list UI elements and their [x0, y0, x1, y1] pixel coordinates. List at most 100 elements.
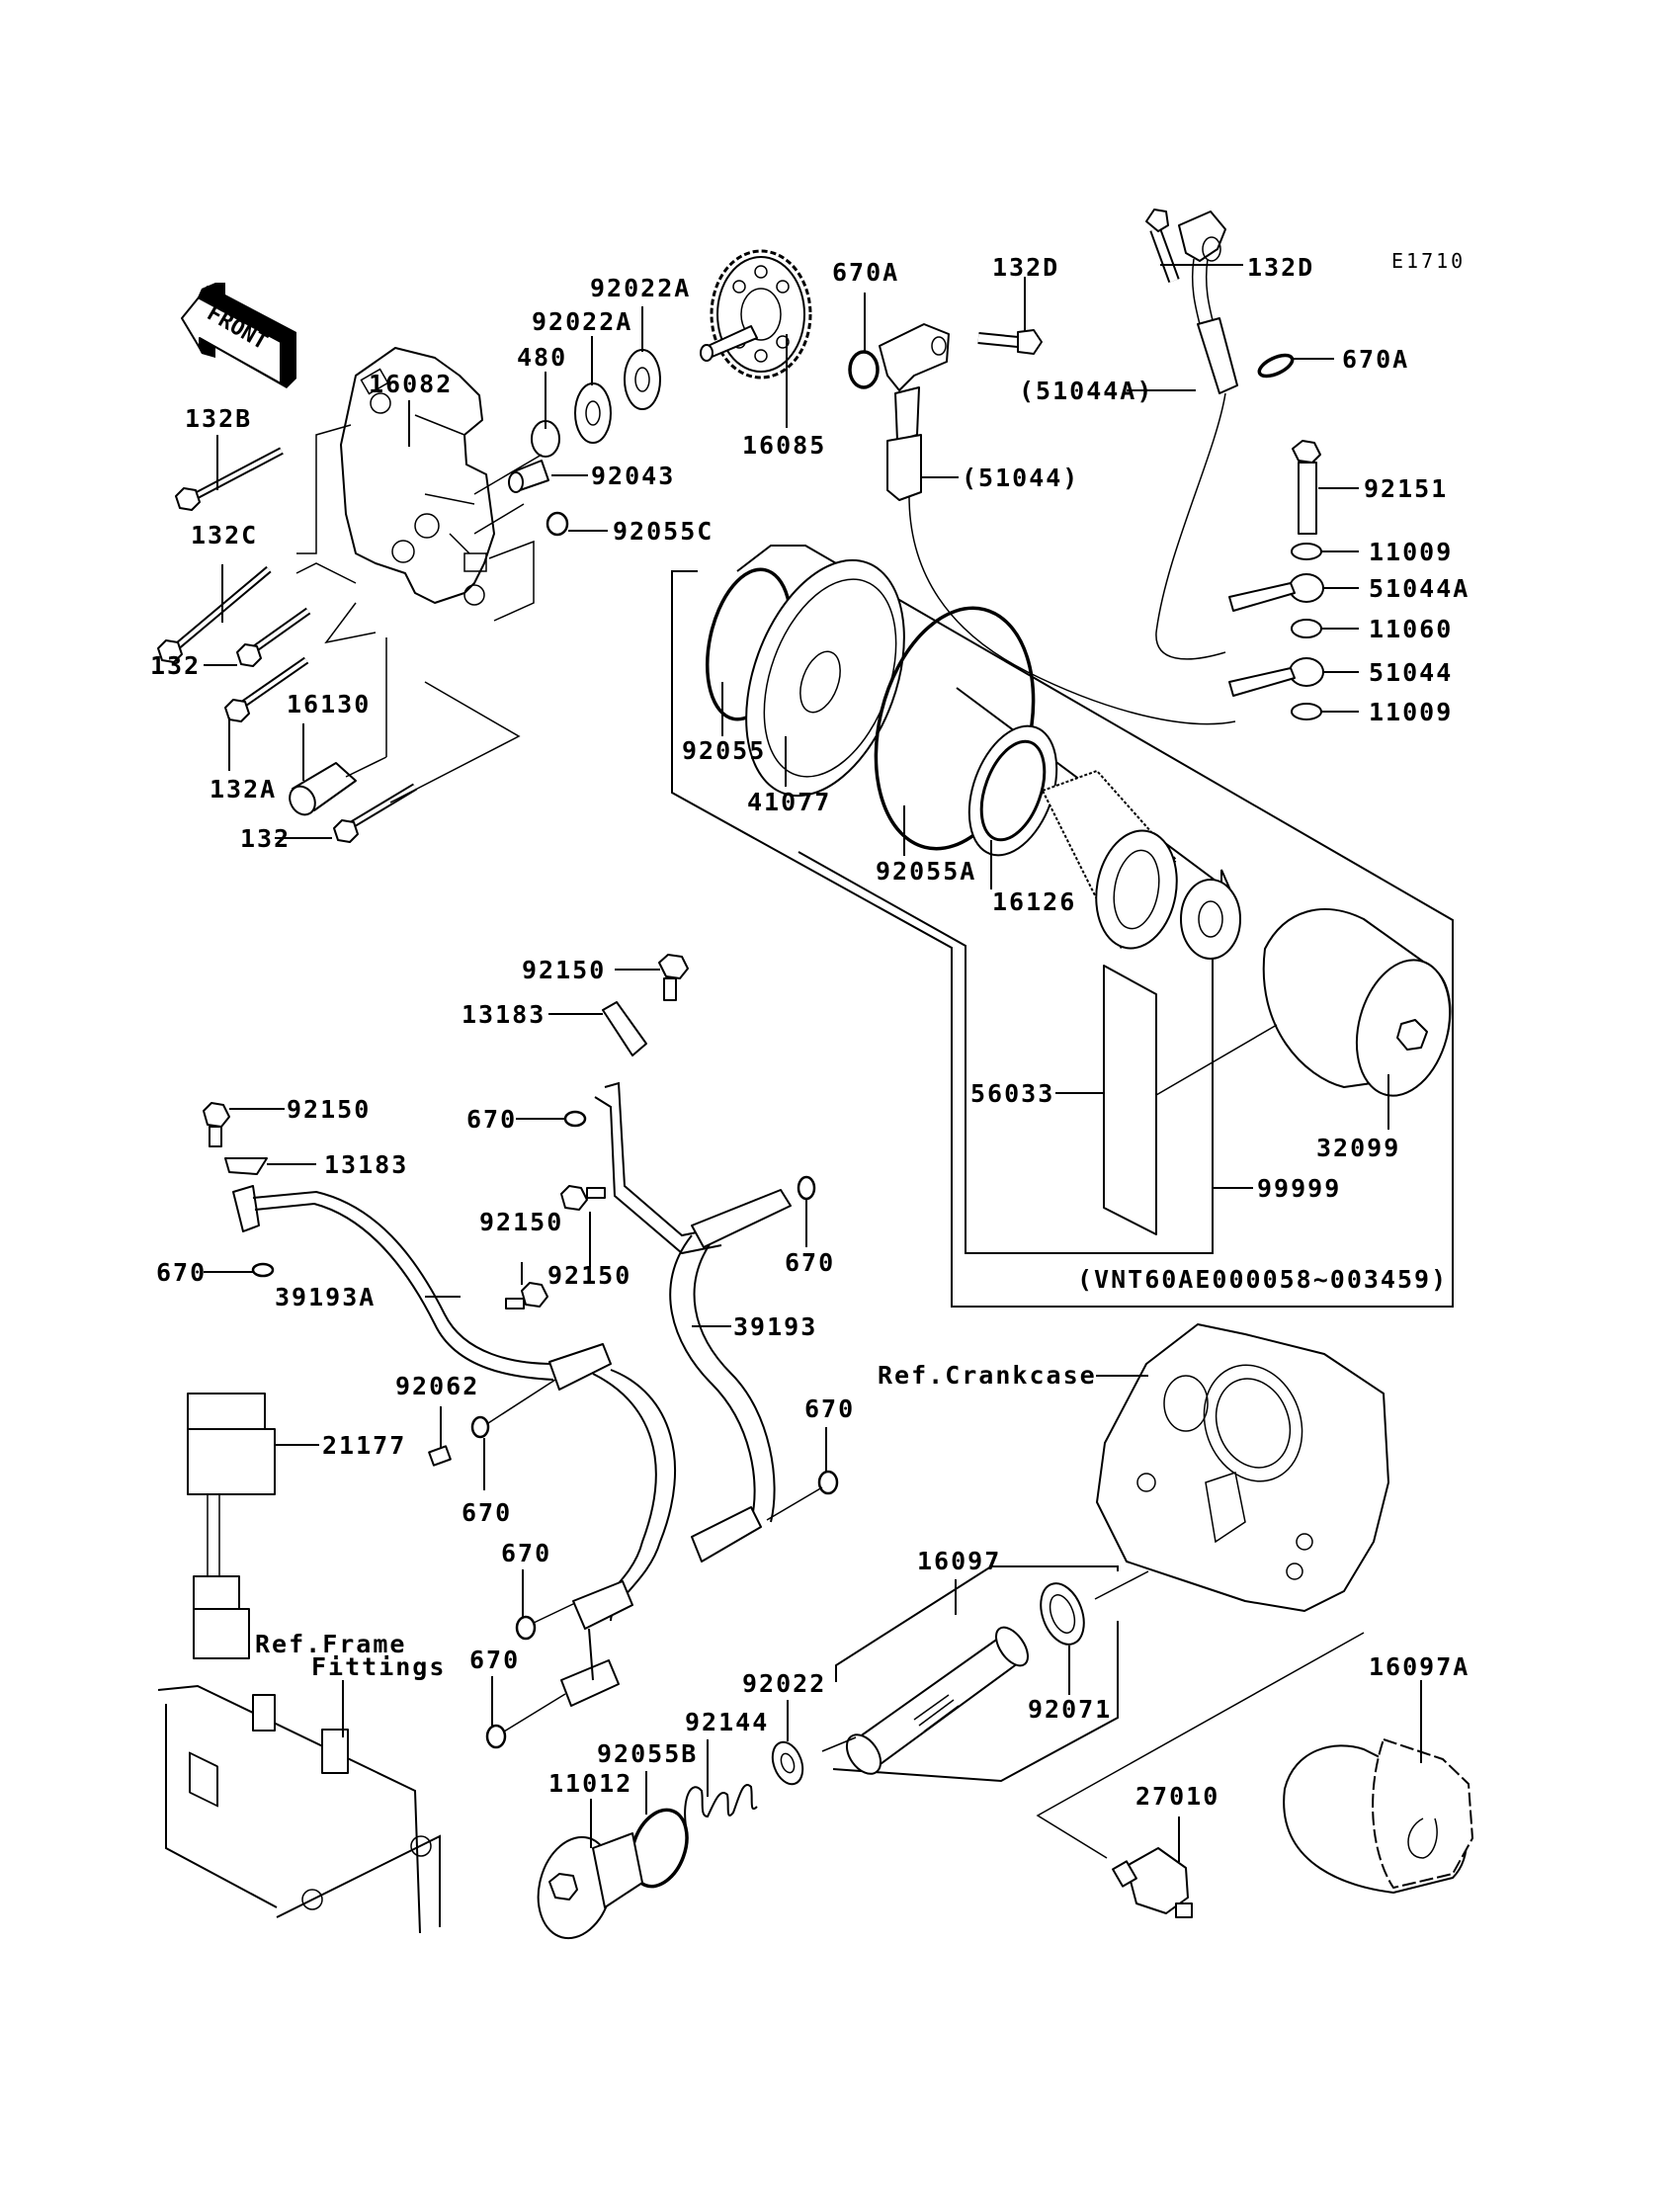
label-16097A[interactable]: 16097A — [1369, 1652, 1470, 1681]
bolt-132B[interactable] — [175, 447, 284, 511]
label-132D-left[interactable]: 132D — [992, 253, 1059, 282]
label-92144[interactable]: 92144 — [685, 1708, 769, 1736]
label-670-g[interactable]: 670 — [469, 1646, 520, 1674]
label-92150-mid-left[interactable]: 92150 — [479, 1208, 563, 1236]
label-92150-left[interactable]: 92150 — [287, 1095, 371, 1124]
bolt-132A[interactable] — [224, 656, 309, 722]
spring-92144[interactable] — [684, 1784, 758, 1827]
label-92043[interactable]: 92043 — [591, 462, 675, 490]
label-51044[interactable]: 51044 — [1369, 658, 1453, 687]
strainer-16097[interactable] — [840, 1622, 1035, 1780]
banjo-51044A[interactable] — [1289, 573, 1324, 603]
filter-element[interactable] — [1042, 770, 1186, 955]
label-27010[interactable]: 27010 — [1135, 1782, 1219, 1811]
label-92055[interactable]: 92055 — [682, 736, 766, 765]
bolt-132C[interactable] — [157, 565, 272, 663]
label-132B[interactable]: 132B — [185, 404, 252, 433]
pipe-39193-end[interactable] — [691, 1506, 762, 1563]
label-92150-mid-right[interactable]: 92150 — [547, 1261, 631, 1290]
banjo-bolt-92151[interactable] — [1292, 440, 1321, 535]
label-fittings[interactable]: Fittings — [311, 1652, 446, 1681]
banjo-fitting-51044A[interactable] — [1178, 211, 1238, 394]
o-ring-670-f[interactable] — [817, 1470, 839, 1495]
label-92022A-inner[interactable]: 92022A — [532, 307, 632, 336]
plug-92062[interactable] — [428, 1445, 452, 1467]
o-ring-670-d[interactable] — [470, 1415, 490, 1439]
label-13183-left[interactable]: 13183 — [324, 1150, 408, 1179]
label-ref-crankcase[interactable]: Ref.Crankcase — [878, 1361, 1097, 1390]
bolt-132D-right[interactable] — [1145, 209, 1180, 284]
label-41077[interactable]: 41077 — [747, 788, 831, 816]
label-92071[interactable]: 92071 — [1028, 1695, 1112, 1724]
o-ring-670-a[interactable] — [563, 1110, 587, 1128]
washer-11009-upper[interactable] — [1291, 543, 1322, 560]
label-670-e[interactable]: 670 — [501, 1539, 551, 1567]
pipe-39193A-bottom[interactable] — [560, 1659, 620, 1707]
label-56033[interactable]: 56033 — [970, 1079, 1054, 1108]
filter-cover-41077[interactable] — [716, 539, 934, 817]
plate-13183-upper[interactable] — [602, 1001, 647, 1056]
label-16130[interactable]: 16130 — [287, 690, 371, 718]
pipe-39193A-junction[interactable] — [548, 1343, 612, 1391]
bolt-92150-upper[interactable] — [658, 954, 689, 979]
o-ring-92055C[interactable] — [546, 511, 569, 537]
label-670-c[interactable]: 670 — [156, 1258, 207, 1287]
label-92055B[interactable]: 92055B — [597, 1739, 698, 1768]
label-56033[interactable] — [1103, 965, 1157, 1235]
o-ring-670-g[interactable] — [485, 1724, 507, 1749]
label-51044A-paren[interactable]: (51044A) — [1019, 377, 1153, 405]
label-132-lower[interactable]: 132 — [240, 824, 291, 853]
label-92062[interactable]: 92062 — [395, 1372, 479, 1400]
label-670A-lower[interactable]: 670A — [1342, 345, 1409, 374]
gear-16085[interactable] — [700, 249, 812, 380]
pipe-39193A-end[interactable] — [232, 1185, 260, 1232]
label-92055C[interactable]: 92055C — [613, 517, 714, 546]
seal-92071[interactable] — [1033, 1577, 1091, 1650]
label-16126[interactable]: 16126 — [992, 887, 1076, 916]
banjo-51044[interactable] — [1289, 657, 1324, 687]
oil-filter-32099[interactable] — [1262, 908, 1465, 1106]
label-11009-upper[interactable]: 11009 — [1369, 538, 1453, 566]
pipe-39193-upper-end[interactable] — [691, 1189, 792, 1248]
label-132A[interactable]: 132A — [210, 775, 277, 803]
bolt-132-lower[interactable] — [333, 783, 418, 843]
bolt-132-upper[interactable] — [236, 607, 311, 667]
plug-11012[interactable] — [528, 1828, 643, 1946]
label-670-d[interactable]: 670 — [462, 1498, 512, 1527]
oil-pressure-switch-27010[interactable] — [1112, 1847, 1193, 1918]
label-13183-upper[interactable]: 13183 — [462, 1000, 546, 1029]
filter-bypass-valve[interactable] — [1180, 879, 1241, 960]
sleeve-16130[interactable] — [285, 762, 357, 819]
label-92055A[interactable]: 92055A — [876, 857, 976, 886]
pipe-39193A-lower-junction[interactable] — [572, 1580, 633, 1630]
label-670-f[interactable]: 670 — [804, 1394, 855, 1423]
label-51044A[interactable]: 51044A — [1369, 574, 1470, 603]
label-16082[interactable]: 16082 — [369, 370, 453, 398]
washer-11060[interactable] — [1291, 619, 1322, 638]
label-670-b[interactable]: 670 — [785, 1248, 835, 1277]
label-11060[interactable]: 11060 — [1369, 615, 1453, 643]
bolt-92150-mid-a[interactable] — [560, 1185, 588, 1211]
label-16085[interactable]: 16085 — [742, 431, 826, 460]
bolt-132D-left[interactable] — [977, 329, 1043, 355]
o-ring-670A-lower[interactable] — [1256, 351, 1295, 380]
label-132-upper[interactable]: 132 — [150, 651, 201, 680]
oil-filter-16097A[interactable] — [1283, 1738, 1473, 1894]
label-21177[interactable]: 21177 — [322, 1431, 406, 1460]
label-ref-frame[interactable]: Ref.Frame — [255, 1630, 406, 1658]
label-480[interactable]: 480 — [517, 343, 567, 372]
banjo-fitting-51044[interactable] — [879, 323, 950, 501]
bolt-92150-mid-b[interactable] — [521, 1282, 548, 1308]
switch-21177[interactable] — [187, 1393, 276, 1659]
label-132C[interactable]: 132C — [191, 521, 258, 549]
bolt-92150-left[interactable] — [203, 1102, 230, 1128]
label-92151[interactable]: 92151 — [1364, 474, 1448, 503]
o-ring-670-e[interactable] — [515, 1615, 537, 1641]
oil-pump-16082[interactable] — [340, 347, 495, 606]
washer-92022[interactable] — [767, 1738, 807, 1789]
label-99999[interactable]: 99999 — [1257, 1174, 1341, 1203]
label-132D-right[interactable]: 132D — [1247, 253, 1314, 282]
label-16097[interactable]: 16097 — [917, 1547, 1001, 1575]
label-11012[interactable]: 11012 — [548, 1769, 632, 1798]
o-ring-670-b[interactable] — [797, 1175, 816, 1201]
